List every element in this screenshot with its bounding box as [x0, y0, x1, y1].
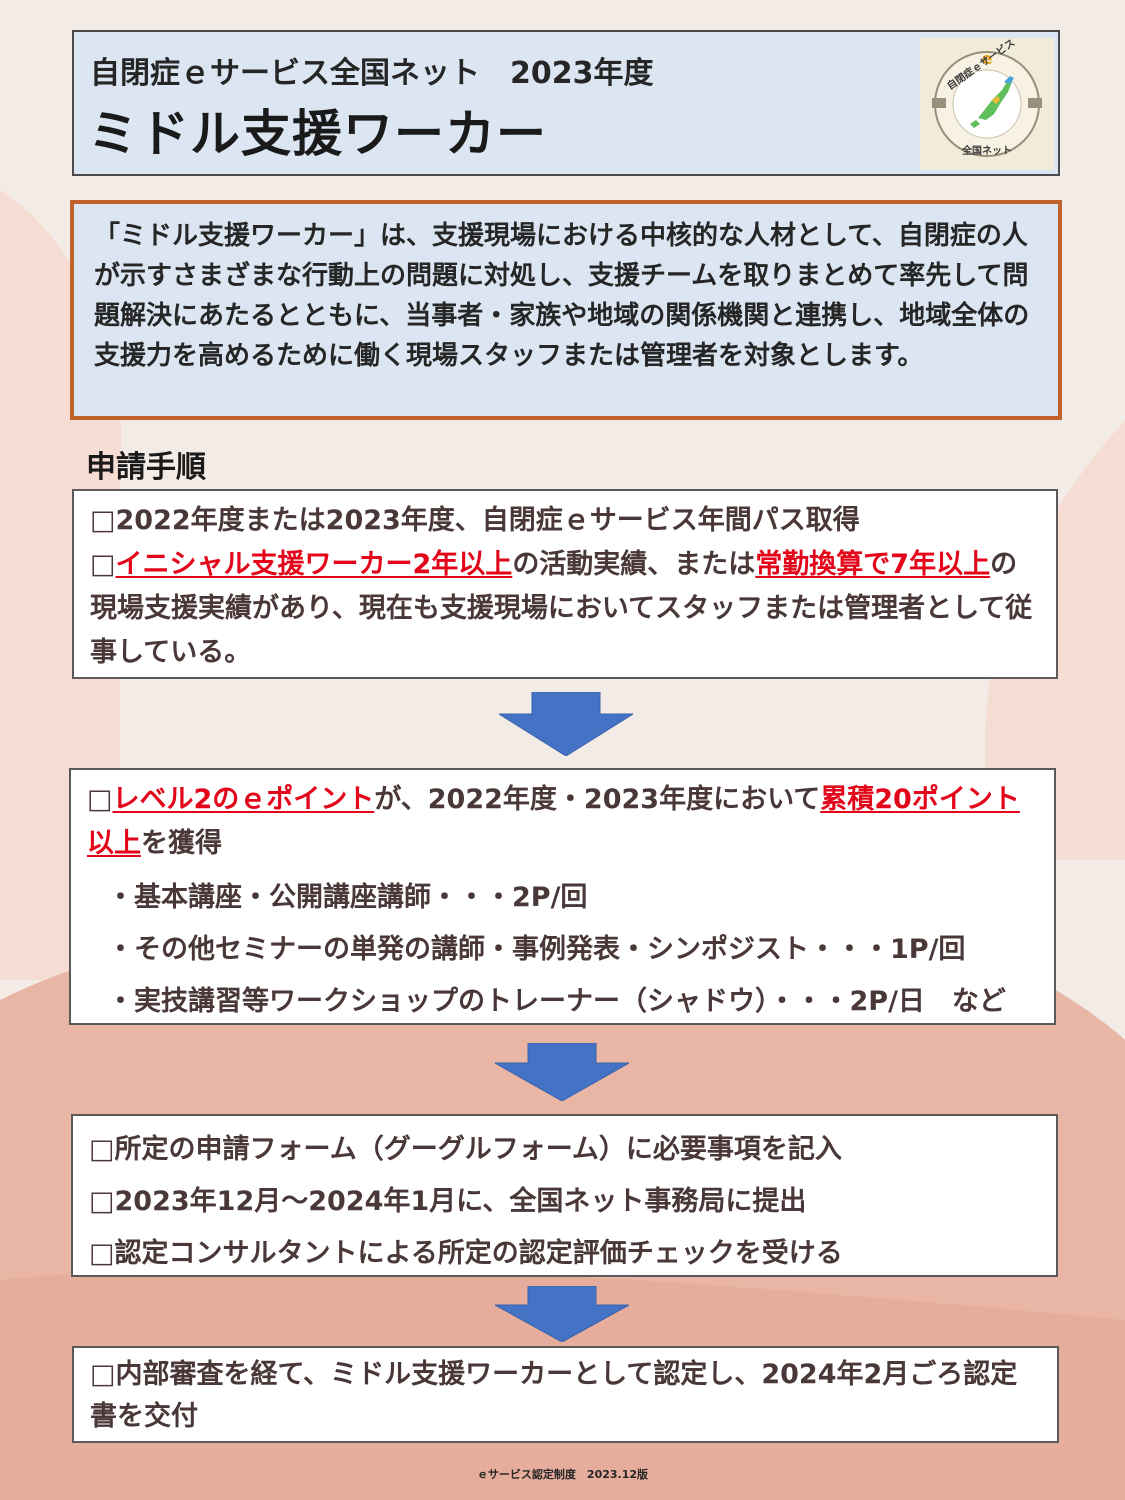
program-description: 「ミドル支援ワーカー」は、支援現場における中核的な人材として、自閉症の人が示すさ… — [70, 200, 1062, 420]
requirement-experience-rest: の現場支援実績があり、現在も支援現場においてスタッフまたは管理者として従事してい… — [90, 549, 1033, 668]
highlight-initial-worker: イニシャル支援ワーカー2年以上 — [115, 549, 513, 580]
requirement-experience: □イニシャル支援ワーカー2年以上の活動実績、または常勤換算で7年以上の現場支援実… — [90, 543, 1040, 675]
step-3-submission: □所定の申請フォーム（グーグルフォーム）に必要事項を記入 □2023年12月～2… — [71, 1114, 1058, 1277]
section-title-application-steps: 申請手順 — [86, 450, 206, 485]
points-list-item: ・基本講座・公開講座講師・・・2P/回 — [107, 882, 588, 913]
svg-text:全国ネット: 全国ネット — [961, 144, 1012, 157]
step-2-points: □レベル2のｅポイントが、2022年度・2023年度において累積20ポイント以上… — [69, 768, 1056, 1025]
submission-form-item: □所定の申請フォーム（グーグルフォーム）に必要事項を記入 — [89, 1134, 842, 1165]
requirement-e-points: □レベル2のｅポイントが、2022年度・2023年度において累積20ポイント以上… — [87, 778, 1038, 866]
checkbox-glyph: □ — [90, 549, 116, 580]
organization-year-title: 自閉症ｅサービス全国ネット 2023年度 — [90, 56, 654, 91]
highlight-level2-points: レベル2のｅポイント — [112, 784, 375, 815]
program-description-text: 「ミドル支援ワーカー」は、支援現場における中核的な人材として、自閉症の人が示すさ… — [94, 221, 1030, 371]
requirement-experience-mid: の活動実績、または — [512, 549, 756, 580]
requirement-e-points-mid: が、2022年度・2023年度において — [374, 784, 821, 815]
requirement-e-points-rest: を獲得 — [141, 828, 222, 859]
title-banner: 自閉症ｅサービス全国ネット 2023年度 ミドル支援ワーカー e 自閉症ｅサービ… — [72, 30, 1060, 176]
down-arrow-icon — [495, 1286, 629, 1342]
down-arrow-icon — [495, 1043, 629, 1101]
highlight-cumulative-points: 累積20ポイント以上 — [87, 784, 1020, 859]
points-list-item: ・実技講習等ワークショップのトレーナー（シャドウ）・・・2P/日 など — [107, 986, 1006, 1017]
step-1-requirements: □2022年度または2023年度、自閉症ｅサービス年間パス取得 □イニシャル支援… — [72, 489, 1058, 679]
evaluation-check-item: □認定コンサルタントによる所定の認定評価チェックを受ける — [89, 1238, 843, 1269]
footer-version: ｅサービス認定制度 2023.12版 — [476, 1468, 649, 1481]
certification-item: □内部審査を経て、ミドル支援ワーカーとして認定し、2024年2月ごろ認定書を交付 — [90, 1359, 1018, 1432]
organization-logo: e 自閉症ｅサービス 全国ネット — [920, 36, 1054, 170]
step-4-certification: □内部審査を経て、ミドル支援ワーカーとして認定し、2024年2月ごろ認定書を交付 — [72, 1346, 1059, 1443]
submission-deadline-item: □2023年12月～2024年1月に、全国ネット事務局に提出 — [89, 1186, 807, 1217]
points-list-item: ・その他セミナーの単発の講師・事例発表・シンポジスト・・・1P/回 — [107, 934, 966, 965]
highlight-full-time-years: 常勤換算で7年以上 — [755, 549, 991, 580]
svg-text:e: e — [982, 49, 993, 68]
page-title: ミドル支援ワーカー — [88, 105, 547, 163]
checkbox-glyph: □ — [87, 784, 113, 815]
down-arrow-icon — [499, 692, 633, 756]
requirement-annual-pass: □2022年度または2023年度、自閉症ｅサービス年間パス取得 — [90, 505, 860, 536]
points-list: ・基本講座・公開講座講師・・・2P/回 ・その他セミナーの単発の講師・事例発表・… — [87, 872, 1038, 1028]
